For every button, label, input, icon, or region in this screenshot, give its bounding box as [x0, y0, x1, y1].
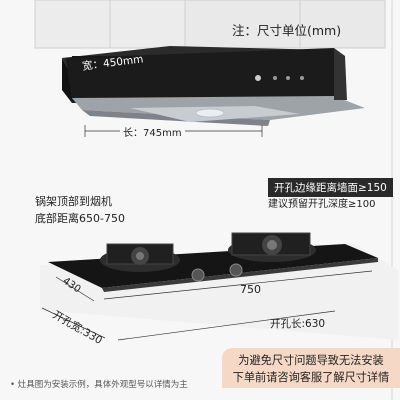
warning-banner: 为避免尺寸问题导致无法安装 下单前请咨询客服了解尺寸详情	[222, 348, 400, 388]
edge-distance-tag: 开孔边缘距离墙面≥150	[268, 178, 393, 197]
unit-note: 注：尺寸单位(mm)	[232, 23, 342, 38]
banner-line-1: 为避免尺寸问题导致无法安装	[238, 354, 384, 367]
banner-line-2: 下单前请咨询客服了解尺寸详情	[232, 371, 390, 384]
cutout-hole-length: 开孔长:630	[270, 318, 326, 330]
distance-line-2: 底部距离650-750	[35, 212, 125, 225]
hood-length-label: 长：745mm	[120, 124, 185, 139]
range-hood	[62, 46, 365, 126]
footnote: • 灶具图为安装示例，具体外观型号以详情为主	[10, 380, 188, 390]
cutout-width-value: 750	[240, 283, 261, 296]
distance-line-1: 锅架顶部到烟机	[35, 195, 112, 208]
depth-tip: 建议预留开孔深度≥100	[268, 199, 376, 210]
cutout-dimensions	[41, 270, 373, 341]
upper-cabinets	[34, 0, 386, 49]
hood-distance-text: 锅架顶部到烟机 底部距离650-750	[35, 193, 125, 227]
cooktop	[40, 232, 398, 340]
